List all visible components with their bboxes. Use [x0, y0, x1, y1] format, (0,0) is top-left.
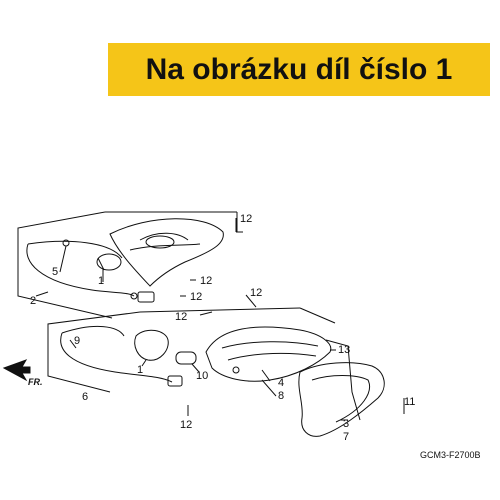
label-7: 7: [343, 431, 349, 443]
direction-label: FR.: [28, 377, 43, 387]
label-12-f: 12: [180, 419, 192, 431]
label-1-upper: 1: [98, 275, 104, 287]
cable-upper: [26, 240, 135, 297]
label-12-b: 12: [200, 275, 212, 287]
label-9: 9: [74, 335, 80, 347]
lamp-cover: [298, 362, 385, 437]
front-direction-arrow: [2, 359, 31, 382]
label-12-d: 12: [250, 287, 262, 299]
bulb-10: [175, 351, 197, 365]
label-4: 4: [278, 377, 284, 389]
headlight-lens: [205, 326, 332, 382]
upper-box-outline: [17, 211, 113, 319]
label-12-c: 12: [190, 291, 202, 303]
label-12-e: 12: [175, 311, 187, 323]
label-1-lower: 1: [137, 364, 143, 376]
diagram-code: GCM3-F2700B: [420, 450, 481, 460]
label-13: 13: [338, 344, 350, 356]
cable-lower: [60, 325, 173, 383]
upper-panel: [109, 218, 224, 287]
lower-box-outline: [47, 311, 141, 393]
socket-upper: [96, 253, 122, 271]
socket-lower: [134, 329, 169, 361]
label-5: 5: [52, 266, 58, 278]
label-8: 8: [278, 390, 284, 402]
label-6: 6: [82, 391, 88, 403]
label-10: 10: [196, 370, 208, 382]
label-2: 2: [30, 295, 36, 307]
part-number-banner: Na obrázku díl číslo 1: [108, 43, 490, 96]
label-11: 11: [404, 396, 415, 408]
label-3: 3: [343, 418, 349, 430]
label-12-a: 12: [240, 213, 252, 225]
banner-text: Na obrázku díl číslo 1: [145, 52, 453, 86]
